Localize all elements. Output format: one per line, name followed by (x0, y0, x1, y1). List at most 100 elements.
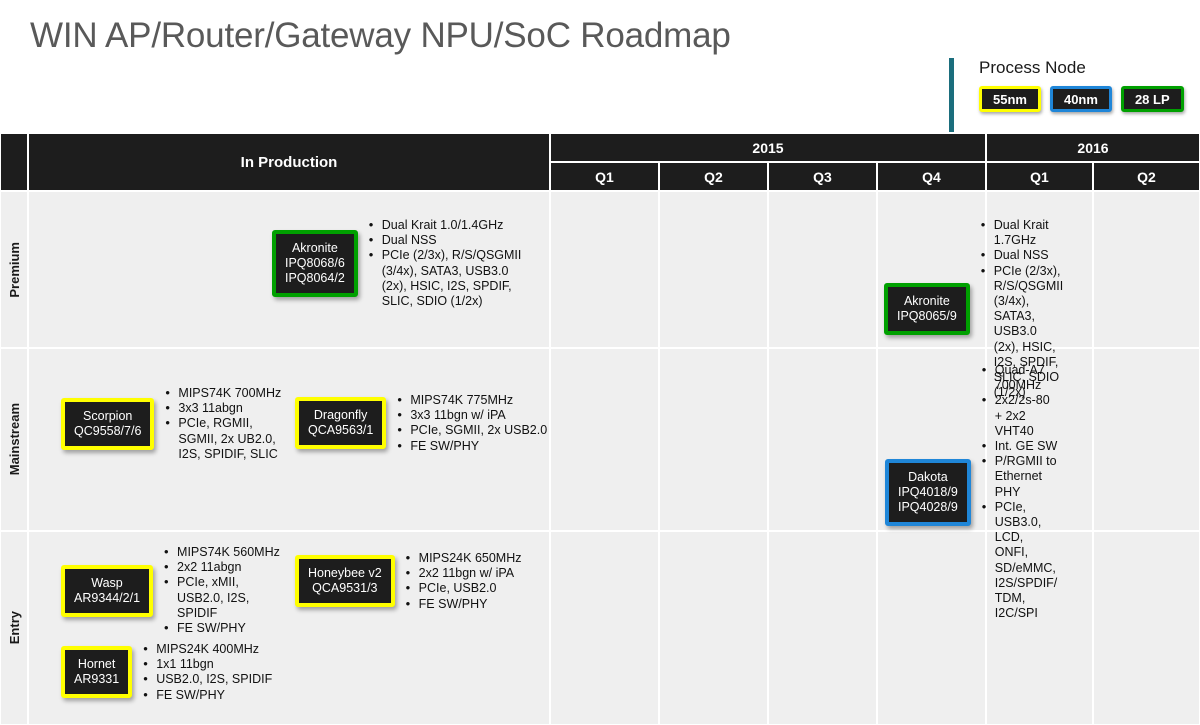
cell-premium-in-production: Akronite IPQ8068/6 IPQ8064/2 Dual Krait … (28, 191, 550, 348)
product-name: Akronite (903, 294, 950, 309)
spec-item: Dual Krait 1.0/1.4GHz (368, 217, 522, 233)
cell-premium-q2-2016 (1093, 191, 1200, 348)
header-q3-2015: Q3 (768, 162, 877, 191)
product-box-honeybee[interactable]: Honeybee v2 QCA9531/3 (295, 555, 395, 608)
header-corner-spacer (0, 133, 28, 191)
product-part-2: IPQ8064/2 (285, 271, 345, 286)
cell-entry-q2-2015 (659, 531, 768, 725)
product-box-scorpion[interactable]: Scorpion QC9558/7/6 (61, 398, 155, 450)
product-specs-akronite-8068: Dual Krait 1.0/1.4GHz Dual NSS PCIe (2/3… (368, 217, 522, 309)
header-q2-2016: Q2 (1093, 162, 1200, 191)
product-specs-dragonfly: MIPS74K 775MHz 3x3 11bgn w/ iPA PCIe, SG… (396, 392, 547, 454)
spec-item: FE SW/PHY (396, 438, 547, 454)
product-part-1: QCA9563/1 (308, 423, 374, 438)
product-part-1: IPQ4018/9 (898, 484, 958, 499)
product-dragonfly[interactable]: Dragonfly QCA9563/1 MIPS74K 775MHz 3x3 1… (295, 392, 547, 454)
spec-item-cont: SGMII, 2x UB2.0, (178, 431, 276, 446)
product-specs-wasp: MIPS74K 560MHz 2x2 11abgn PCIe, xMII, US… (163, 544, 280, 636)
cell-entry-q2-2016 (1093, 531, 1200, 725)
product-name: Akronite (291, 241, 338, 256)
spec-item: PCIe, USB2.0 (405, 580, 522, 596)
spec-item: MIPS74K 560MHz (163, 544, 280, 560)
spec-item: PCIe (2/3x), R/S/QSGMII (368, 247, 522, 263)
process-node-legend: Process Node 55nm 40nm 28 LP (949, 58, 1184, 132)
product-name: Honeybee v2 (308, 566, 382, 581)
cell-entry-q3-2015 (768, 531, 877, 725)
spec-item: Dual NSS (368, 232, 522, 248)
header-year-2016: 2016 (986, 133, 1200, 162)
spec-item: MIPS74K 775MHz (396, 392, 547, 408)
cell-mainstream-in-production: Scorpion QC9558/7/6 MIPS74K 700MHz 3x3 1… (28, 348, 550, 531)
product-part-1: IPQ8068/6 (285, 256, 345, 271)
product-dakota[interactable]: Dakota IPQ4018/9 IPQ4028/9 Quad-A7 700MH… (885, 362, 1058, 621)
cell-premium-q3-2015 (768, 191, 877, 348)
product-scorpion[interactable]: Scorpion QC9558/7/6 MIPS74K 700MHz 3x3 1… (61, 385, 281, 462)
spec-item: PCIe, xMII, (163, 574, 280, 590)
header-in-production: In Production (28, 133, 550, 191)
cell-entry-q1-2015 (550, 531, 659, 725)
legend-accent-rule (949, 58, 954, 132)
product-specs-dakota: Quad-A7 700MHz 2x2/2s-80 + 2x2 VHT40 Int… (981, 362, 1058, 621)
cell-premium-q1-2015 (550, 191, 659, 348)
product-part-1: AR9331 (74, 672, 120, 687)
legend-chip-55nm: 55nm (979, 86, 1041, 112)
product-name: Wasp (91, 575, 123, 590)
spec-item-cont: I2S, SPIDIF, SLIC (178, 446, 278, 461)
legend-title: Process Node (979, 58, 1086, 77)
spec-item: 3x3 11bgn w/ iPA (396, 407, 547, 423)
spec-item: 2x2/2s-80 + 2x2 VHT40 (981, 392, 1058, 439)
cell-entry-in-production: Wasp AR9344/2/1 MIPS74K 560MHz 2x2 11abg… (28, 531, 550, 725)
product-box-dragonfly[interactable]: Dragonfly QCA9563/1 (295, 397, 387, 450)
product-part-2: IPQ4028/9 (898, 499, 958, 514)
product-part-1: IPQ8065/9 (897, 309, 957, 324)
product-specs-honeybee: MIPS24K 650MHz 2x2 11bgn w/ iPA PCIe, US… (405, 550, 522, 612)
product-specs-hornet: MIPS24K 400MHz 1x1 11bgn USB2.0, I2S, SP… (142, 641, 272, 703)
cell-mainstream-q3-2015 (768, 348, 877, 531)
cell-mainstream-q1-2015 (550, 348, 659, 531)
product-box-hornet[interactable]: Hornet AR9331 (61, 646, 133, 699)
spec-item: FE SW/PHY (142, 687, 272, 703)
product-specs-scorpion: MIPS74K 700MHz 3x3 11abgn PCIe, RGMII, S… (164, 385, 281, 462)
row-label-entry: Entry (0, 531, 28, 725)
header-q4-2015: Q4 (877, 162, 986, 191)
spec-item-cont: USB2.0, I2S, (177, 590, 250, 605)
product-box-wasp[interactable]: Wasp AR9344/2/1 (61, 564, 154, 617)
spec-item: MIPS24K 650MHz (405, 550, 522, 566)
product-akronite-8068[interactable]: Akronite IPQ8068/6 IPQ8064/2 Dual Krait … (272, 217, 522, 309)
product-box-akronite-8068[interactable]: Akronite IPQ8068/6 IPQ8064/2 (272, 230, 358, 298)
spec-item: PCIe, RGMII, (164, 415, 281, 431)
row-label-mainstream-text: Mainstream (6, 403, 22, 476)
spec-item: FE SW/PHY (163, 620, 280, 636)
header-q2-2015: Q2 (659, 162, 768, 191)
spec-item: FE SW/PHY (405, 596, 522, 612)
spec-item: 2x2 11bgn w/ iPA (405, 565, 522, 581)
cell-mainstream-q2-2015 (659, 348, 768, 531)
spec-item: PCIe, USB3.0, LCD, ONFI, (981, 499, 1058, 561)
spec-item-cont: TDM, I2C/SPI (994, 591, 1038, 621)
product-name: Dragonfly (313, 408, 368, 423)
spec-item: MIPS24K 400MHz (142, 641, 272, 657)
product-part-1: AR9344/2/1 (74, 590, 141, 605)
spec-item-cont: (3/4x), SATA3, USB3.0 (381, 263, 509, 278)
product-box-akronite-8065[interactable]: Akronite IPQ8065/9 (884, 283, 970, 336)
product-name: Scorpion (83, 409, 133, 423)
cell-premium-q2-2015 (659, 191, 768, 348)
spec-item: PCIe (2/3x), R/S/QSGMII (980, 263, 1063, 294)
spec-item-cont: SD/eMMC, I2S/SPDIF/ (994, 560, 1058, 590)
cell-entry-q4-2015 (877, 531, 986, 725)
header-year-2015: 2015 (550, 133, 986, 162)
product-hornet[interactable]: Hornet AR9331 MIPS24K 400MHz 1x1 11bgn U… (61, 641, 272, 703)
product-wasp[interactable]: Wasp AR9344/2/1 MIPS74K 560MHz 2x2 11abg… (61, 544, 280, 636)
row-label-mainstream: Mainstream (0, 348, 28, 531)
spec-item: P/RGMII to Ethernet PHY (981, 453, 1058, 500)
product-honeybee[interactable]: Honeybee v2 QCA9531/3 MIPS24K 650MHz 2x2… (295, 550, 522, 612)
spec-item-cont: SLIC, SDIO (1/2x) (381, 294, 483, 309)
spec-item: PCIe, SGMII, 2x USB2.0 (396, 422, 547, 438)
spec-item-cont: (2x), HSIC, I2S, SPDIF, (381, 278, 512, 293)
spec-item: MIPS74K 700MHz (164, 385, 281, 401)
spec-item-cont: SPIDIF (177, 605, 218, 620)
cell-mainstream-q4-2015: Dakota IPQ4018/9 IPQ4028/9 Quad-A7 700MH… (877, 348, 1057, 620)
product-box-dakota[interactable]: Dakota IPQ4018/9 IPQ4028/9 (885, 458, 971, 526)
product-part-1: QC9558/7/6 (74, 424, 142, 438)
header-q1-2016: Q1 (986, 162, 1093, 191)
